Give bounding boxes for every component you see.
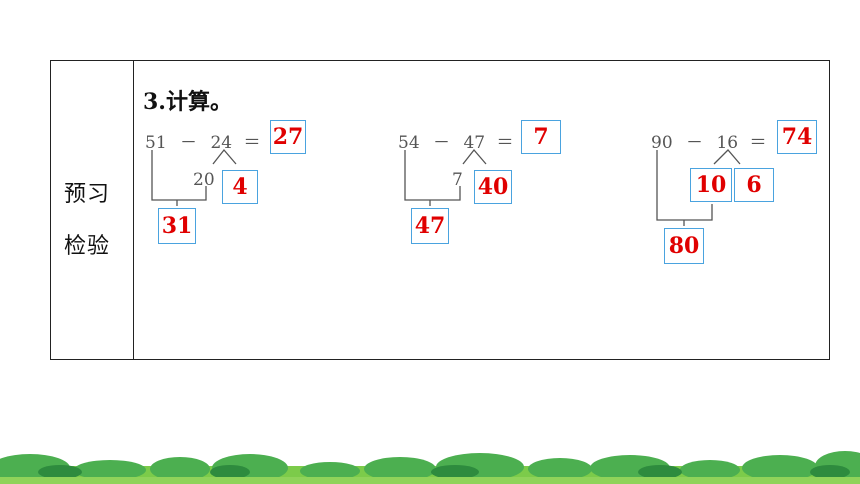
- bracket-1: [151, 150, 207, 201]
- equals-sign: ＝: [749, 133, 767, 153]
- answer-box-1: 27: [270, 120, 306, 154]
- exercise-heading: 3.计算。: [143, 89, 232, 115]
- split-branch-3: [713, 149, 741, 165]
- partial-box-1: 31: [158, 208, 196, 244]
- split-branch-1: [212, 148, 237, 165]
- answer-box-3: 74: [777, 120, 817, 154]
- split-right-box-3: 6: [734, 168, 774, 202]
- side-label-line1: 预习: [64, 182, 111, 207]
- operand-b: 47: [463, 133, 486, 153]
- partial-box-3: 80: [664, 228, 704, 264]
- side-label-line2: 检验: [64, 234, 111, 259]
- expression-1: 51 － 24 ＝: [145, 128, 261, 153]
- minus-sign: －: [686, 133, 704, 153]
- expression-2: 54 － 47 ＝: [398, 128, 514, 153]
- worksheet-table: [50, 60, 830, 360]
- equals-sign: ＝: [243, 133, 261, 153]
- operand-a: 54: [398, 133, 420, 153]
- operand-a: 51: [145, 133, 167, 153]
- split-branch-2: [462, 148, 487, 165]
- equals-sign: ＝: [496, 133, 514, 153]
- split-right-box-2: 40: [474, 170, 512, 204]
- operand-b: 24: [210, 133, 233, 153]
- minus-sign: －: [433, 133, 451, 153]
- expression-3: 90 － 16 ＝: [651, 128, 767, 153]
- minus-sign: －: [180, 133, 198, 153]
- split-right-box-1: 4: [222, 170, 258, 204]
- column-divider: [133, 61, 134, 359]
- operand-a: 90: [651, 133, 673, 153]
- partial-box-2: 47: [411, 208, 449, 244]
- bracket-2: [404, 150, 461, 201]
- answer-box-2: 7: [521, 120, 561, 154]
- split-left-2: 7: [452, 170, 463, 190]
- operand-b: 16: [716, 133, 739, 153]
- split-left-1: 20: [193, 170, 215, 190]
- split-left-box-3: 10: [690, 168, 732, 202]
- grass-decoration: [0, 451, 860, 484]
